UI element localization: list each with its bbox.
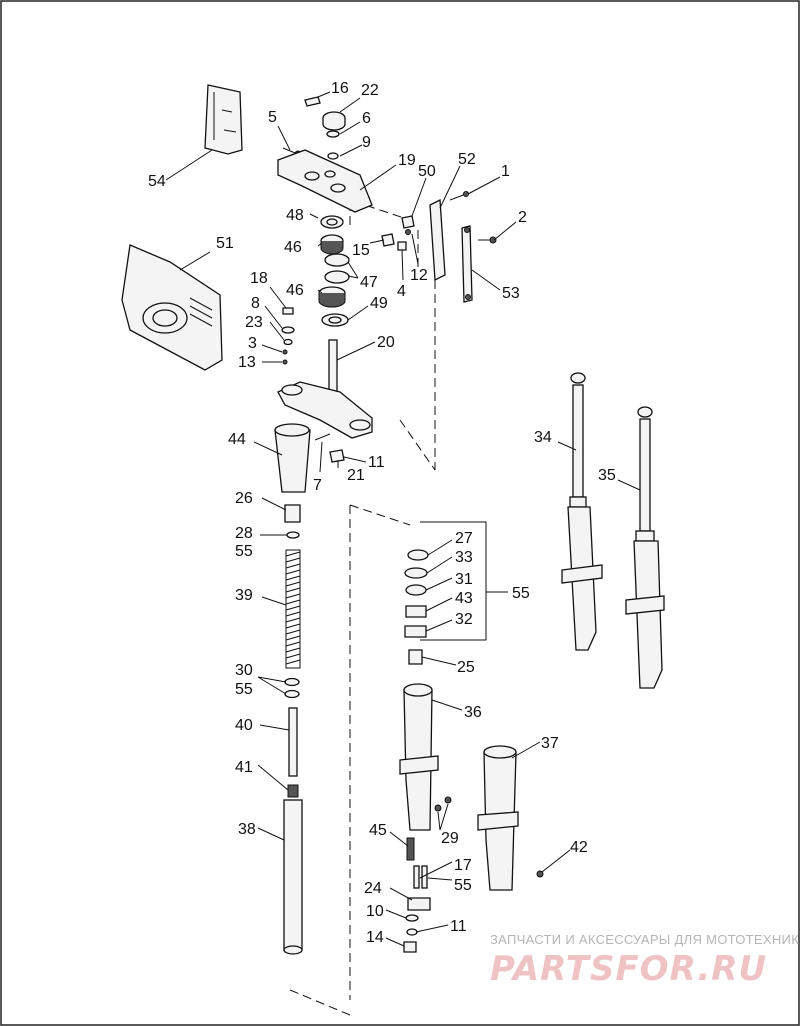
- callout-21: 21: [347, 467, 365, 484]
- callout-labels: 16 22 5 6 9 19 50 52 1 54 48 15 2 46 47 …: [148, 80, 616, 946]
- part-shapes: [121, 84, 665, 955]
- callout-30: 30: [235, 662, 253, 679]
- callout-18: 18: [250, 270, 268, 287]
- callout-45: 45: [369, 822, 387, 839]
- callout-22: 22: [361, 82, 379, 99]
- callout-43: 43: [455, 590, 473, 607]
- callout-46: 46: [284, 239, 302, 256]
- callout-13: 13: [238, 354, 256, 371]
- callout-6: 6: [362, 110, 371, 127]
- callout-38: 38: [238, 821, 256, 838]
- callout-26: 26: [235, 490, 253, 507]
- callout-32: 32: [455, 611, 473, 628]
- callout-19: 19: [398, 152, 416, 169]
- callout-39: 39: [235, 587, 253, 604]
- callout-11: 11: [368, 454, 385, 471]
- callout-55d: 55: [454, 877, 472, 894]
- spring-39: [285, 549, 301, 669]
- callout-28: 28: [235, 525, 253, 542]
- callout-41: 41: [235, 759, 253, 776]
- callout-44: 44: [228, 431, 246, 448]
- watermark-logo: PARTSFOR.RU: [490, 949, 767, 989]
- callout-40: 40: [235, 717, 253, 734]
- callout-1: 1: [501, 163, 510, 180]
- callout-47: 47: [360, 274, 378, 291]
- callout-3: 3: [248, 335, 257, 352]
- callout-33: 33: [455, 549, 473, 566]
- callout-55c: 55: [235, 681, 253, 698]
- watermark: ЗАПЧАСТИ И АКСЕССУАРЫ ДЛЯ МОТОТЕХНИКИ PA…: [490, 932, 800, 989]
- callout-46b: 46: [286, 282, 304, 299]
- callout-34: 34: [534, 429, 552, 446]
- callout-14: 14: [366, 929, 384, 946]
- callout-36: 36: [464, 704, 482, 721]
- callout-31: 31: [455, 571, 473, 588]
- callout-25: 25: [457, 659, 475, 676]
- callout-29: 29: [441, 830, 459, 847]
- callout-27: 27: [455, 530, 473, 547]
- callout-53: 53: [502, 285, 520, 302]
- callout-9: 9: [362, 134, 371, 151]
- callout-51: 51: [216, 235, 234, 252]
- callout-7: 7: [313, 477, 322, 494]
- leader-lines: [165, 91, 641, 947]
- callout-11b: 11: [450, 918, 467, 935]
- callout-15: 15: [352, 242, 370, 259]
- callout-52: 52: [458, 151, 476, 168]
- callout-37: 37: [541, 735, 559, 752]
- callout-42: 42: [570, 839, 588, 856]
- callout-55a: 55: [235, 543, 253, 560]
- callout-35: 35: [598, 467, 616, 484]
- callout-12: 12: [410, 267, 428, 284]
- callout-2: 2: [518, 209, 527, 226]
- watermark-caption: ЗАПЧАСТИ И АКСЕССУАРЫ ДЛЯ МОТОТЕХНИКИ: [490, 932, 800, 947]
- group-bracket-55: [420, 521, 508, 641]
- callout-16: 16: [331, 80, 349, 97]
- callout-23: 23: [245, 314, 263, 331]
- callout-20: 20: [377, 334, 395, 351]
- callout-4: 4: [397, 283, 406, 300]
- callout-5: 5: [268, 109, 277, 126]
- callout-54: 54: [148, 173, 166, 190]
- callout-48: 48: [286, 207, 304, 224]
- callout-8: 8: [251, 295, 260, 312]
- callout-49: 49: [370, 295, 388, 312]
- callout-24: 24: [364, 880, 382, 897]
- callout-17: 17: [454, 857, 472, 874]
- callout-50: 50: [418, 163, 436, 180]
- callout-10: 10: [366, 903, 384, 920]
- callout-55b: 55: [512, 585, 530, 602]
